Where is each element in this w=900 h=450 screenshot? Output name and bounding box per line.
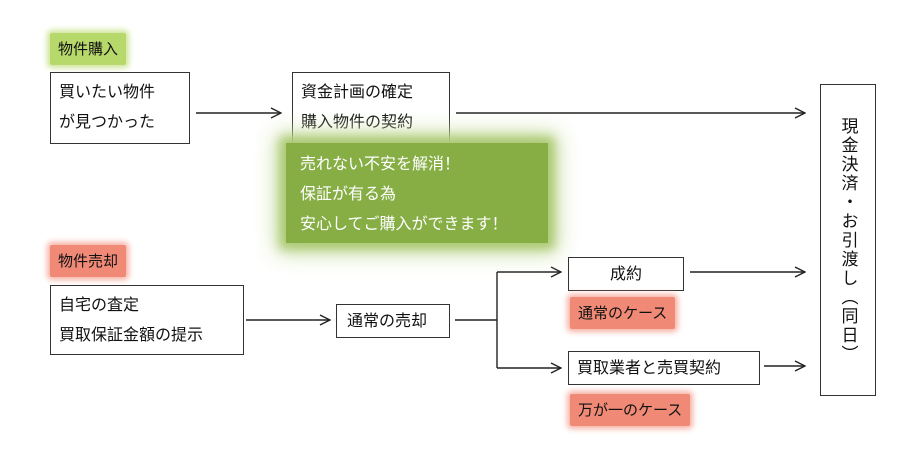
assessment-line1: 自宅の査定: [59, 295, 140, 314]
found-property-line1: 買いたい物件: [59, 82, 156, 101]
funding-plan-line2: 購入物件の契約: [301, 112, 414, 131]
assessment-line2: 買取保証金額の提示: [59, 325, 204, 344]
emergency-case-tag: 万が一のケース: [570, 394, 691, 426]
reassurance-note: 売れない不安を解消！ 保証が有る為 安心してご購入ができます！: [286, 143, 548, 243]
buyer-contract-box: 買取業者と売買契約: [568, 351, 760, 385]
reassurance-line3: 安心してご購入ができます！: [300, 214, 508, 233]
found-property-box: 買いたい物件 が見つかった: [50, 72, 190, 144]
contract-box: 成約: [568, 257, 684, 291]
assessment-box: 自宅の査定 買取保証金額の提示: [50, 285, 244, 355]
sale-heading: 物件売却: [50, 245, 127, 277]
purchase-heading: 物件購入: [50, 33, 127, 65]
funding-plan-box: 資金計画の確定 購入物件の契約: [292, 72, 450, 144]
found-property-line2: が見つかった: [59, 112, 156, 131]
normal-case-tag: 通常のケース: [570, 297, 676, 329]
normal-sale-box: 通常の売却: [336, 304, 450, 338]
funding-plan-line1: 資金計画の確定: [301, 82, 414, 101]
reassurance-line1: 売れない不安を解消！: [300, 154, 461, 173]
reassurance-line2: 保証が有る為: [300, 184, 397, 203]
branch-line: [455, 272, 498, 368]
settlement-handover-box: 現金決済・お引渡し（同日）: [820, 84, 876, 396]
